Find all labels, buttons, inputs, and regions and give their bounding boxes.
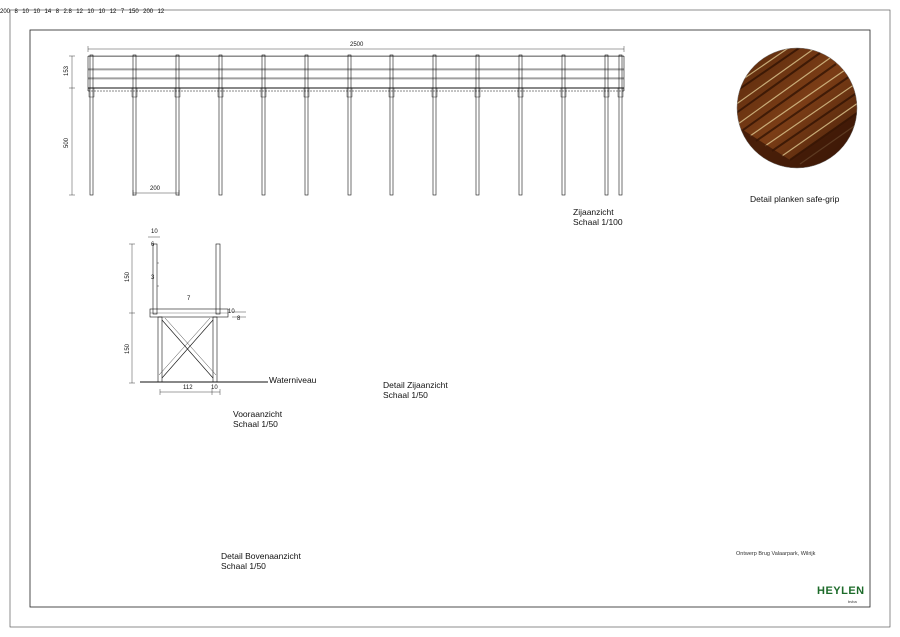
- dim-top-post: 12: [157, 9, 165, 15]
- dim-front-small-a: 6: [151, 242, 155, 248]
- dim-detail-beam: 10: [33, 9, 41, 15]
- dim-side-length: 2500: [350, 42, 364, 48]
- side-detail-title: Detail Zijaanzicht: [383, 380, 448, 390]
- dim-front-small-b: 3: [151, 275, 155, 281]
- dim-top-left-a: 10: [98, 9, 106, 15]
- dim-detail-deck-b: 2.8: [63, 9, 72, 15]
- dim-side-post-height: 500: [64, 137, 70, 148]
- side-view: [69, 46, 625, 196]
- planks-detail-title: Detail planken safe-grip: [750, 194, 840, 204]
- dim-side-rail-height: 153: [64, 65, 70, 76]
- dim-top-left-b: 12: [109, 9, 117, 15]
- top-detail-title: Detail Bovenaanzicht: [221, 551, 301, 561]
- dim-top-inner: 7: [120, 9, 125, 15]
- side-posts: [88, 54, 624, 196]
- dim-top-spacing: 200: [143, 9, 154, 15]
- dim-front-deck-small: 8: [237, 316, 241, 322]
- side-view-scale: Schaal 1/100: [573, 217, 623, 227]
- title-block-project: Ontwerp Brug Valaarpark, Wilrijk: [736, 551, 816, 557]
- company-logo-text: HEYLEN: [817, 585, 865, 597]
- dim-top-width: 150: [128, 9, 139, 15]
- front-view-title: Vooraanzicht: [233, 409, 283, 419]
- dim-front-top: 10: [151, 229, 158, 235]
- dim-detail-rail-a: 8: [14, 9, 18, 15]
- plank-detail-image: [737, 48, 857, 168]
- dim-detail-rail-b: 10: [22, 9, 29, 15]
- dim-detail-beam-small: 14: [44, 9, 52, 15]
- front-view-scale: Schaal 1/50: [233, 419, 278, 429]
- dim-detail-post: 12: [76, 9, 83, 15]
- dim-detail-deck-a: 8: [55, 9, 60, 15]
- dim-front-post: 10: [211, 385, 218, 391]
- dim-side-spacing: 200: [150, 186, 161, 192]
- dim-detail-spacing: 200: [0, 9, 11, 15]
- dim-front-deck: 10: [228, 309, 235, 315]
- dim-front-width: 112: [183, 385, 193, 391]
- front-view: [129, 236, 268, 395]
- company-logo-sub: bvba: [848, 599, 857, 604]
- side-detail-scale: Schaal 1/50: [383, 390, 428, 400]
- dim-front-inner: 7: [187, 296, 191, 302]
- top-detail-scale: Schaal 1/50: [221, 561, 266, 571]
- dim-front-lower-height: 150: [125, 343, 131, 354]
- dim-top-top: 10: [87, 9, 95, 15]
- side-view-title: Zijaanzicht: [573, 207, 614, 217]
- sheet-inner-border: [29, 29, 871, 608]
- water-level-label: Waterniveau: [269, 375, 317, 385]
- sheet-outer-border: [9, 9, 891, 628]
- dim-front-rail-height: 150: [125, 271, 131, 282]
